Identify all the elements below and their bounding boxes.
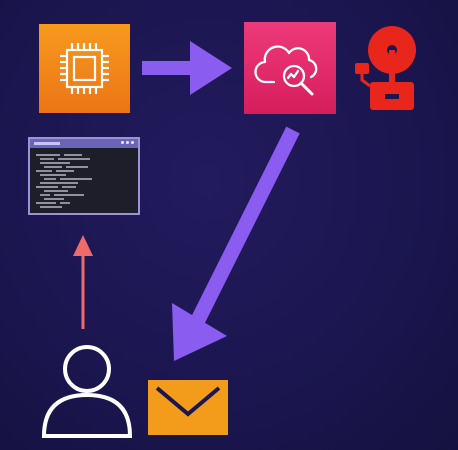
terminal-titlebar: [30, 139, 138, 148]
email-node: [148, 380, 228, 435]
email-envelope-icon: [155, 386, 221, 417]
user-node: [40, 343, 134, 439]
terminal-title-placeholder: [34, 142, 60, 145]
user-icon: [41, 345, 133, 438]
alarm-bell-node: [352, 22, 422, 112]
ec2-instance-node: [39, 24, 130, 113]
ec2-instance-icon: [60, 43, 109, 94]
alarm-bell-icon: [355, 26, 416, 110]
cloudwatch-node: [244, 22, 336, 114]
arrow-user-to-terminal: [73, 235, 93, 329]
window-controls-icon: [121, 141, 134, 144]
arrow-cloudwatch-to-email: [172, 126, 300, 361]
arrow-ec2-to-cloudwatch: [142, 41, 232, 95]
terminal-window: [28, 137, 140, 215]
cloudwatch-icon: [254, 45, 318, 96]
terminal-code-lines: [36, 154, 92, 208]
